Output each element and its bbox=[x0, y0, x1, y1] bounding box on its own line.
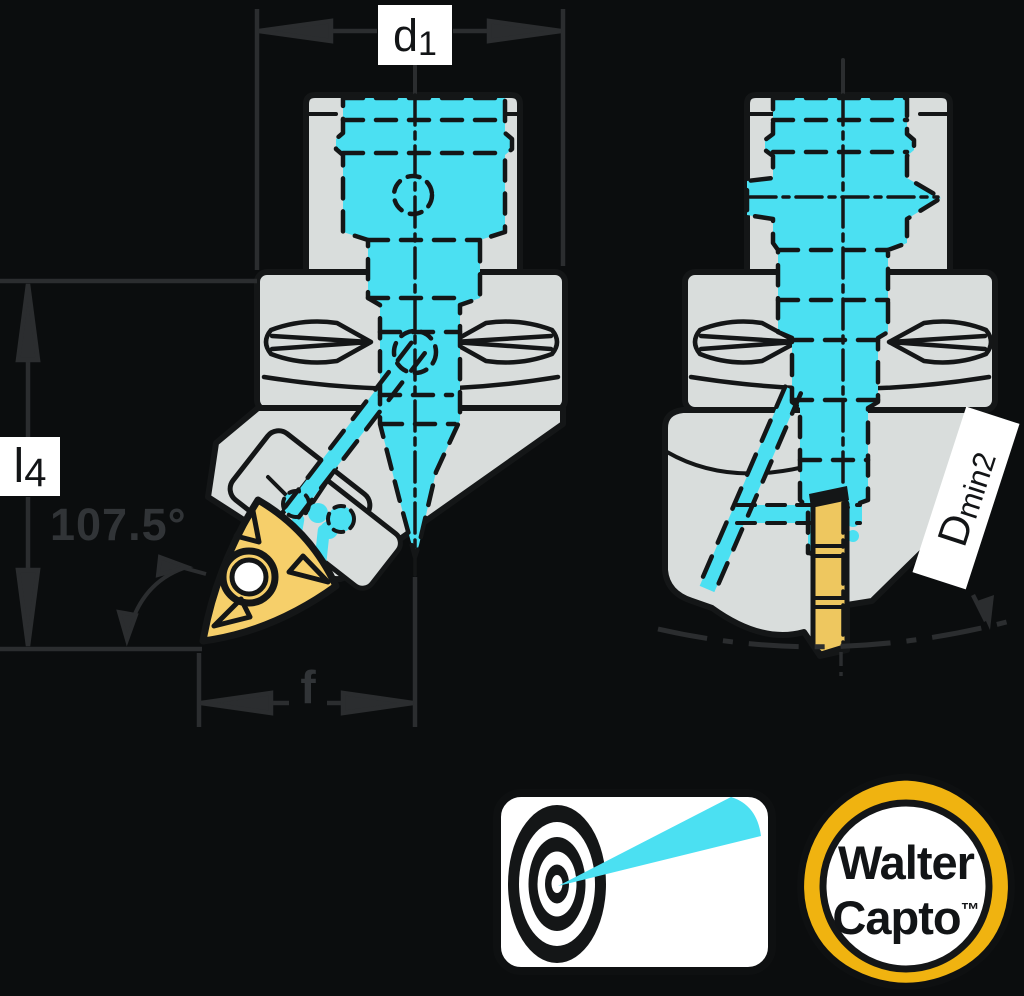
angle-value: 107.5° bbox=[50, 499, 187, 550]
front-coolant-core bbox=[336, 98, 512, 557]
walter-capto-line1: Walter bbox=[838, 836, 975, 889]
front-clamp-rod bbox=[285, 343, 425, 517]
target-beam-icon bbox=[558, 797, 761, 886]
dimension-d1 bbox=[254, 9, 566, 270]
front-cross-hole-upper bbox=[391, 173, 435, 217]
side-coolant-dot-2 bbox=[847, 530, 859, 542]
angle-annotation bbox=[116, 554, 207, 647]
cutting-insert bbox=[199, 496, 340, 645]
walter-capto-logo bbox=[797, 773, 1015, 990]
capto-logo-disc bbox=[819, 799, 993, 973]
front-view bbox=[199, 64, 568, 645]
side-view bbox=[662, 58, 998, 659]
dmin2-leader bbox=[970, 593, 989, 623]
d1-base: d bbox=[393, 9, 419, 61]
d1-arrow-right bbox=[486, 18, 562, 44]
front-lens-slot-right bbox=[449, 319, 560, 365]
dimension-f bbox=[196, 577, 418, 727]
l4-arrow-up bbox=[15, 283, 41, 363]
angle-arc bbox=[126, 566, 185, 635]
walter-capto-line2: Capto™ bbox=[832, 891, 980, 944]
target-logo bbox=[493, 789, 776, 975]
dmin2-bore-arc bbox=[657, 616, 1019, 650]
angle-leader bbox=[183, 566, 207, 576]
insert-hole-ring bbox=[219, 547, 279, 607]
d1-subscript: 1 bbox=[418, 25, 437, 63]
angle-arrow-upper bbox=[155, 554, 194, 578]
insert-chipbreaker bbox=[211, 508, 331, 629]
dimension-l4 bbox=[0, 278, 257, 652]
insert-hole bbox=[229, 557, 269, 597]
side-lens-slot-left bbox=[692, 319, 800, 365]
l4-subscript: 4 bbox=[24, 450, 47, 495]
dmin2-annotation bbox=[657, 593, 1019, 682]
side-clamp-rod bbox=[699, 386, 801, 593]
l4-arrow-down bbox=[15, 567, 41, 647]
trademark-symbol: ™ bbox=[960, 900, 980, 921]
front-screw-outline-1 bbox=[281, 489, 311, 519]
dmin2-arrow bbox=[977, 595, 994, 630]
d1-arrow-left bbox=[258, 18, 334, 44]
bullseye-target-icon bbox=[508, 805, 606, 963]
f-arrow-right bbox=[340, 690, 414, 716]
feed-dimension-label: f bbox=[300, 661, 316, 713]
front-lens-slot-left bbox=[263, 319, 374, 365]
f-arrow-left bbox=[200, 690, 274, 716]
l4-base: l bbox=[13, 439, 25, 493]
side-lens-slot-right bbox=[886, 319, 994, 365]
cartridge-dividers bbox=[811, 544, 849, 609]
walter-capto-wordmark: Walter Capto™ bbox=[806, 839, 1006, 942]
front-screw-outline-2 bbox=[326, 504, 356, 534]
angle-arrow-lower bbox=[116, 609, 139, 647]
cartridge-cap bbox=[809, 486, 849, 508]
